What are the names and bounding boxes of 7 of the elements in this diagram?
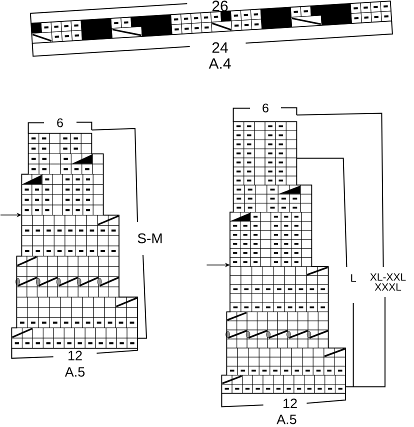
dimension-label: 26 xyxy=(212,0,228,12)
size-label: XL-XXL XXXL xyxy=(370,273,406,291)
chart-label: A.5 xyxy=(276,414,296,424)
chart-label: A.4 xyxy=(208,58,231,69)
knitting-chart xyxy=(30,0,392,44)
chart-label: A.5 xyxy=(64,367,85,377)
dimension-label: 24 xyxy=(212,42,228,53)
